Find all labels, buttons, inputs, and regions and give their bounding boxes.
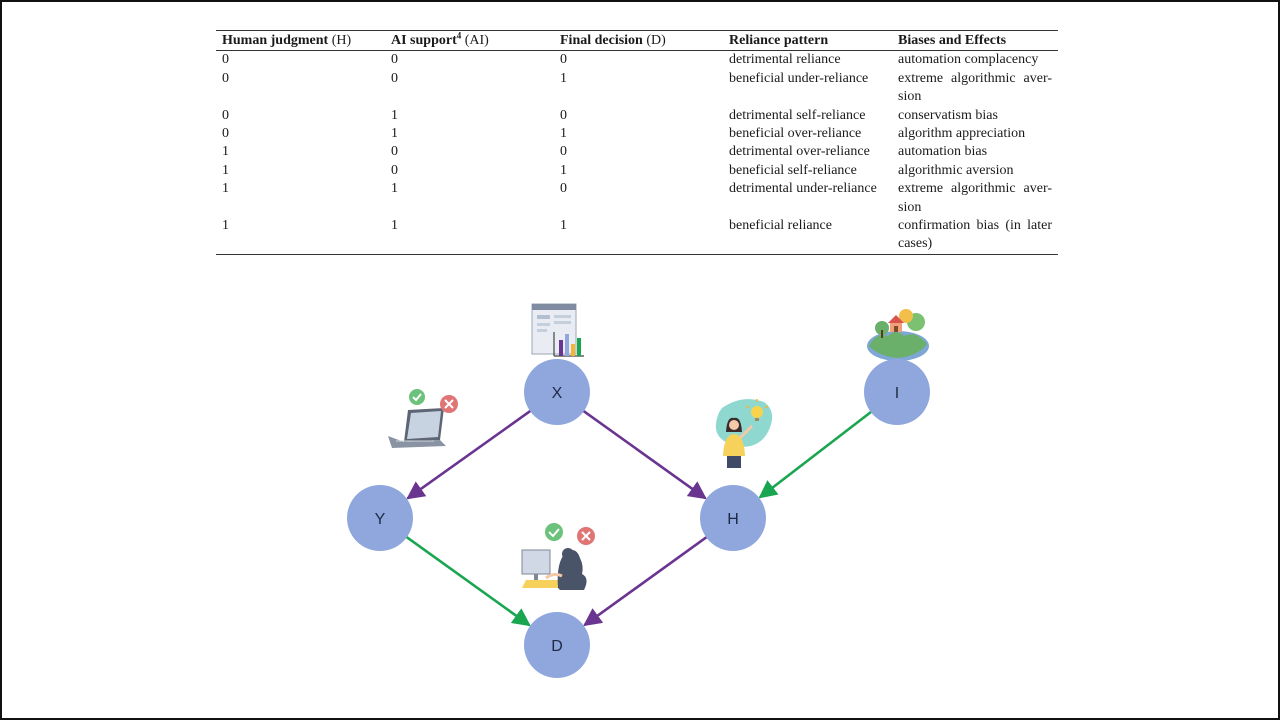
table-cell: 1 xyxy=(391,107,398,123)
table-cell: detrimental under-reliance xyxy=(729,181,877,197)
table-cell: 0 xyxy=(222,107,229,123)
table-cell: 0 xyxy=(560,52,567,68)
header-reliance-pattern: Reliance pattern xyxy=(723,30,892,52)
table-row: 0 0 0 detrimental reliance automation compla… xyxy=(216,51,1058,70)
table-cell: 1 xyxy=(222,181,229,197)
table-cell: 0 xyxy=(391,52,398,68)
table-cell: 0 xyxy=(222,70,229,86)
table-cell: confirmation bias (in later cases) xyxy=(898,218,1052,252)
header-biases-effects: Biases and Effects xyxy=(892,30,1058,52)
table-cell: 1 xyxy=(222,144,229,160)
table-row: 1 1 0 detrimental under-reliance extreme alg… xyxy=(216,180,1058,217)
world-environment-icon xyxy=(867,309,929,361)
node-h: H xyxy=(700,485,766,551)
node-i: I xyxy=(864,359,930,425)
table-cell: 0 xyxy=(391,144,398,160)
table-cell: 1 xyxy=(222,162,229,178)
table-cell: detrimental over-reliance xyxy=(729,144,870,160)
table-cell: 1 xyxy=(391,126,398,142)
node-circle xyxy=(864,359,930,425)
node-circle xyxy=(524,359,590,425)
dashboard-chart-icon xyxy=(531,303,584,357)
edge-y-to-d xyxy=(404,535,531,627)
table-header-row: Human judgment (H) AI support4 (AI) Fina… xyxy=(216,30,1058,52)
table-cell: 1 xyxy=(391,218,398,234)
table-row: 0 1 1 beneficial over-reliance algorithm app… xyxy=(216,125,1058,143)
node-label: I xyxy=(895,385,899,402)
header-human-judgment: Human judgment (H) xyxy=(216,30,385,52)
node-y: Y xyxy=(347,485,413,551)
edge-x-to-h xyxy=(581,408,707,500)
table-cell: automation bias xyxy=(898,144,988,160)
table-cell: 1 xyxy=(222,218,229,234)
table-row: 1 0 0 detrimental over-reliance automation b… xyxy=(216,143,1058,161)
table-cell: beneficial over-reliance xyxy=(729,126,862,142)
header-final-decision: Final decision (D) xyxy=(554,30,723,52)
table-cell: algorithm appreciation xyxy=(898,126,1026,142)
table-cell: 0 xyxy=(222,52,229,68)
table-cell: detrimental self-reliance xyxy=(729,107,866,123)
node-circle xyxy=(347,485,413,551)
table-cell: beneficial reliance xyxy=(729,218,832,234)
table-row: 1 1 1 beneficial reliance confirmation bias … xyxy=(216,217,1058,254)
table-cell: extreme algorithmic aver-sion xyxy=(898,181,1052,215)
diagram-nodes: X I Y H D xyxy=(347,359,930,678)
table-cell: automation complacency xyxy=(898,52,1039,68)
table-cell: 1 xyxy=(560,70,567,86)
node-x: X xyxy=(524,359,590,425)
edge-h-to-d xyxy=(583,535,709,627)
edge-i-to-h xyxy=(758,409,874,499)
node-label: H xyxy=(727,511,739,528)
edge-x-to-y xyxy=(406,408,533,500)
node-label: Y xyxy=(375,511,386,528)
table-cell: 0 xyxy=(391,162,398,178)
table-cell: 0 xyxy=(560,181,567,197)
person-idea-icon xyxy=(715,399,773,468)
table-cell: 1 xyxy=(560,162,567,178)
table-cell: extreme algorithmic aver-sion xyxy=(898,70,1052,105)
table-cell: 0 xyxy=(560,144,567,160)
diagram-edges xyxy=(404,408,874,627)
table-cell: 0 xyxy=(222,126,229,142)
table-row: 0 1 0 detrimental self-reliance conservatism… xyxy=(216,107,1058,125)
table-cell: beneficial self-reliance xyxy=(729,162,857,178)
table-cell: 0 xyxy=(560,107,567,123)
laptop-decision-icon xyxy=(388,389,458,448)
table-cell: 1 xyxy=(560,218,567,234)
reliance-table-container: Human judgment (H) AI support4 (AI) Fina… xyxy=(216,30,1058,255)
header-ai-support: AI support4 (AI) xyxy=(385,30,554,52)
person-at-computer-decision-icon xyxy=(521,523,595,590)
table-cell: algorithmic aversion xyxy=(898,162,1014,178)
node-circle xyxy=(700,485,766,551)
table-row: 0 0 1 beneficial under-reliance extreme algo… xyxy=(216,70,1058,107)
table-cell: beneficial under-reliance xyxy=(729,70,869,86)
table-cell: detrimental reliance xyxy=(729,52,841,68)
table-cell: 1 xyxy=(560,126,567,142)
reliance-table: Human judgment (H) AI support4 (AI) Fina… xyxy=(216,30,1058,255)
node-label: D xyxy=(551,638,563,655)
table-cell: conservatism bias xyxy=(898,107,998,123)
node-d: D xyxy=(524,612,590,678)
table-cell: 1 xyxy=(391,181,398,197)
table-row: 1 0 1 beneficial self-reliance algorithmic a… xyxy=(216,162,1058,180)
table-cell: 0 xyxy=(391,70,398,86)
node-label: X xyxy=(552,385,563,402)
node-circle xyxy=(524,612,590,678)
